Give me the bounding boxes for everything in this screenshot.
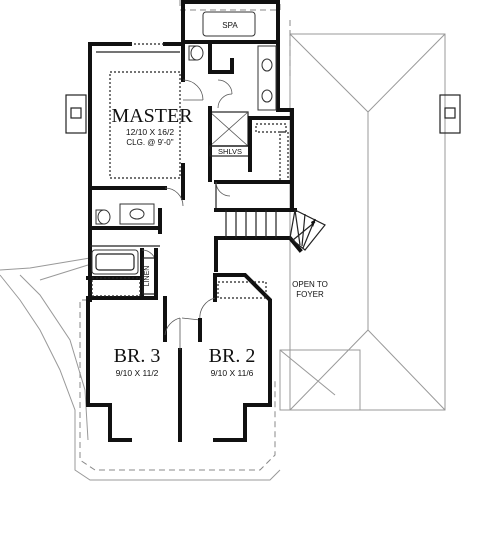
open-to-foyer-line1: OPEN TO [292,280,328,289]
master-ceiling: CLG. @ 9'-0" [126,138,173,147]
master-size: 12/10 X 16/2 [126,127,174,137]
chimney-left [65,94,87,134]
linen-label: LINEN [144,266,151,287]
shelves-label: SHLVS [218,147,242,156]
spa-label: SPA [222,21,238,30]
chimney-right [439,94,461,134]
master-label: MASTER [111,105,193,127]
master-bath [188,40,277,182]
hall-bath [86,203,162,297]
br2-label: BR. 2 [209,345,256,367]
br2-size: 9/10 X 11/6 [211,368,254,378]
main-roof-outline [279,33,446,411]
walk-in-closet [214,116,294,212]
br3-size: 9/10 X 11/2 [116,368,159,378]
bedroom-3 [86,277,181,350]
open-to-foyer-line2: FOYER [296,290,324,299]
spa-bay [181,0,280,44]
master-bedroom [88,42,204,192]
bedroom-2 [181,278,267,342]
br3-label: BR. 3 [114,345,161,367]
hall-walls [164,187,218,272]
stair [214,208,326,253]
